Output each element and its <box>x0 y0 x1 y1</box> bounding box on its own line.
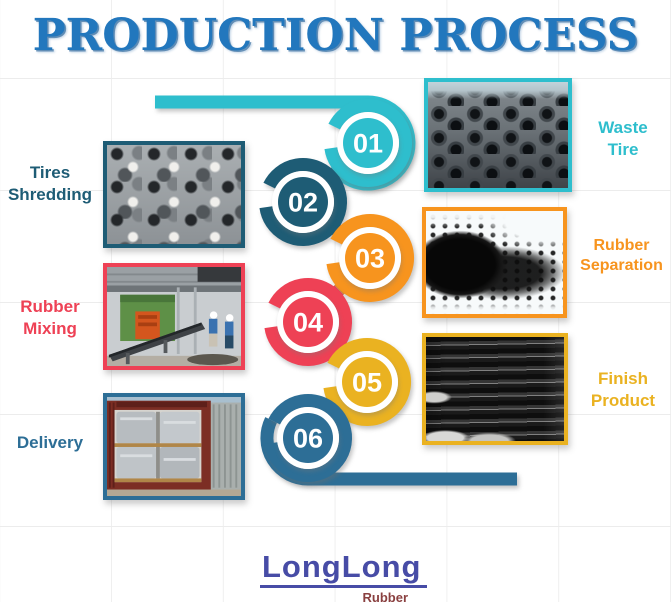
delivery-photo-image <box>107 397 241 496</box>
step-05-badge <box>342 357 392 407</box>
step-05-number: 05 <box>352 368 382 398</box>
tires-shredding-photo-image <box>107 145 241 244</box>
logo-wordmark: LongLong <box>260 550 427 588</box>
step-label-tires-shredding: Tires Shredding <box>7 163 93 204</box>
step-06-badge <box>283 413 333 463</box>
step-01-ring <box>324 99 413 187</box>
step-02-number: 02 <box>288 188 318 218</box>
step-03-number: 03 <box>355 244 385 274</box>
tires-shredding-photo <box>103 141 245 248</box>
step-label-waste-tire: Waste Tire <box>598 118 648 159</box>
page-title: PRODUCTION PROCESS <box>32 10 639 61</box>
step-04-badge <box>283 297 333 347</box>
step-01-badge <box>343 118 393 168</box>
step-label-finish-product: Finish Product <box>590 369 656 410</box>
step-03-badge <box>345 233 395 283</box>
step-02-badge <box>278 177 328 227</box>
logo: LongLong Rubber <box>260 550 427 602</box>
finish-product-photo <box>422 333 568 445</box>
step-label-rubber-separation: Rubber Separation <box>580 237 663 275</box>
rubber-separation-photo-image <box>426 211 563 314</box>
step-04-number: 04 <box>293 308 323 338</box>
logo-subtitle: Rubber <box>362 589 409 602</box>
rubber-separation-photo <box>422 207 567 318</box>
step-label-rubber-mixing: Rubber Mixing <box>20 297 80 338</box>
finish-product-photo-image <box>426 337 564 441</box>
delivery-photo <box>103 393 245 500</box>
step-label-delivery: Delivery <box>16 433 84 452</box>
step-03-ring <box>326 214 415 302</box>
step-02-ring <box>259 158 348 246</box>
rubber-mixing-photo-image <box>107 267 241 366</box>
step-06-ring <box>264 394 353 482</box>
step-06-number: 06 <box>293 424 323 454</box>
waste-tire-photo <box>424 78 572 192</box>
step-01-number: 01 <box>353 129 383 159</box>
waste-tire-photo-image <box>428 82 568 188</box>
step-05-ring <box>323 338 412 426</box>
step-04-ring <box>264 278 353 366</box>
rubber-mixing-photo <box>103 263 245 370</box>
